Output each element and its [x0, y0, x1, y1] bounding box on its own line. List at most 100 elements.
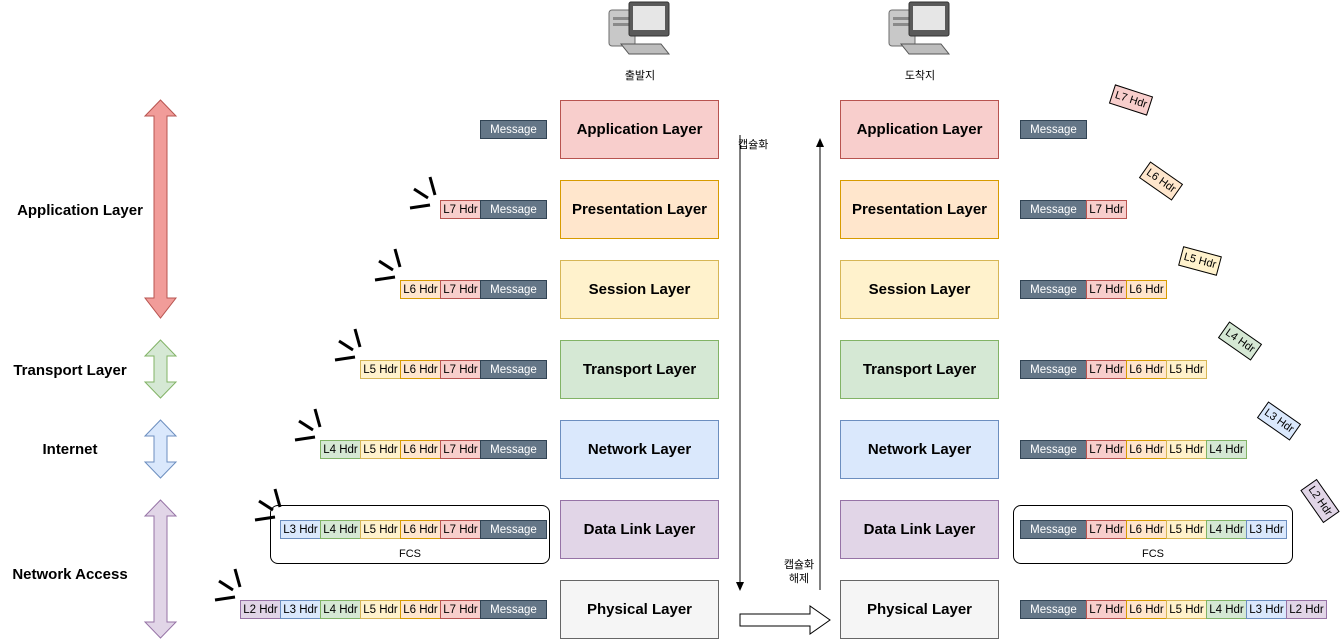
l6-header: L6 Hdr — [1126, 280, 1167, 299]
dst-network-layer: Network Layer — [840, 420, 999, 479]
l6-header: L6 Hdr — [1126, 600, 1167, 619]
l4-header: L4 Hdr — [1206, 600, 1247, 619]
double-arrow-icon — [143, 339, 178, 399]
message-segment: Message — [1020, 200, 1087, 219]
l5-header: L5 Hdr — [360, 600, 401, 619]
transmission-arrow-icon — [739, 605, 831, 635]
dst-application-layer: Application Layer — [840, 100, 999, 159]
double-arrow-icon — [143, 499, 178, 639]
emphasis-mark-icon — [374, 248, 402, 282]
removed-l6-header: L6 Hdr — [1138, 161, 1184, 201]
tcpip-label-application: Application Layer — [17, 202, 143, 219]
l5-header: L5 Hdr — [360, 520, 401, 539]
emphasis-marks — [214, 176, 437, 602]
message-segment: Message — [480, 200, 547, 219]
l6-header: L6 Hdr — [1126, 440, 1167, 459]
arrow-up-icon — [816, 138, 824, 147]
decapsulation-label: 캡슐화 해제 — [783, 559, 815, 585]
l3-header: L3 Hdr — [280, 600, 321, 619]
l3-header: L3 Hdr — [1246, 520, 1287, 539]
src-frame-box: FCS — [270, 505, 550, 564]
message-segment: Message — [1020, 120, 1087, 139]
source-label: 출발지 — [624, 70, 656, 82]
l4-header: L4 Hdr — [1206, 440, 1247, 459]
l5-header: L5 Hdr — [1166, 440, 1207, 459]
dst-datalink-layer: Data Link Layer — [840, 500, 999, 559]
removed-l7-header: L7 Hdr — [1108, 84, 1154, 116]
message-segment: Message — [1020, 520, 1087, 539]
double-arrow-icon — [143, 99, 178, 319]
removed-l3-header: L3 Hdr — [1256, 401, 1302, 441]
message-segment: Message — [1020, 600, 1087, 619]
removed-l2-header: L2 Hdr — [1300, 478, 1340, 524]
l4-header: L4 Hdr — [320, 440, 361, 459]
dst-frame-box: FCS — [1013, 505, 1293, 564]
l7-header: L7 Hdr — [1086, 200, 1127, 219]
removed-l5-header: L5 Hdr — [1178, 246, 1222, 276]
src-application-layer: Application Layer — [560, 100, 719, 159]
emphasis-mark-icon — [254, 488, 282, 522]
emphasis-mark-icon — [334, 328, 362, 362]
tcpip-arrows — [143, 99, 178, 639]
l5-header: L5 Hdr — [1166, 600, 1207, 619]
dst-transport-layer: Transport Layer — [840, 340, 999, 399]
l4-header: L4 Hdr — [1206, 520, 1247, 539]
removed-l4-header: L4 Hdr — [1217, 321, 1263, 361]
l4-header: L4 Hdr — [320, 520, 361, 539]
l3-header: L3 Hdr — [280, 520, 321, 539]
encapsulation-label: 캡슐화 — [738, 139, 769, 151]
l6-header: L6 Hdr — [400, 280, 441, 299]
l2-header: L2 Hdr — [240, 600, 281, 619]
emphasis-mark-icon — [214, 568, 242, 602]
message-segment: Message — [480, 440, 547, 459]
l6-header: L6 Hdr — [400, 520, 441, 539]
src-datalink-layer: Data Link Layer — [560, 500, 719, 559]
dst-session-layer: Session Layer — [840, 260, 999, 319]
l7-header: L7 Hdr — [440, 200, 481, 219]
dst-presentation-layer: Presentation Layer — [840, 180, 999, 239]
tcpip-label-internet: Internet — [42, 441, 98, 458]
l7-header: L7 Hdr — [440, 360, 481, 379]
src-session-layer: Session Layer — [560, 260, 719, 319]
l6-header: L6 Hdr — [400, 600, 441, 619]
tcpip-label-network-access: Network Access — [12, 566, 128, 583]
source-computer-icon — [608, 1, 671, 55]
message-segment: Message — [480, 280, 547, 299]
l7-header: L7 Hdr — [1086, 600, 1127, 619]
src-physical-layer: Physical Layer — [560, 580, 719, 639]
double-arrow-icon — [143, 419, 178, 479]
src-network-layer: Network Layer — [560, 420, 719, 479]
l4-header: L4 Hdr — [320, 600, 361, 619]
l7-header: L7 Hdr — [1086, 280, 1127, 299]
l5-header: L5 Hdr — [1166, 360, 1207, 379]
l6-header: L6 Hdr — [400, 440, 441, 459]
decapsulation-arrow — [816, 138, 824, 590]
destination-label: 도착지 — [904, 70, 936, 82]
encapsulation-arrow — [736, 135, 744, 591]
l3-header: L3 Hdr — [1246, 600, 1287, 619]
l5-header: L5 Hdr — [1166, 520, 1207, 539]
l7-header: L7 Hdr — [1086, 360, 1127, 379]
destination-computer-icon — [888, 1, 951, 55]
arrow-down-icon — [736, 582, 744, 591]
l7-header: L7 Hdr — [440, 280, 481, 299]
l5-header: L5 Hdr — [360, 440, 401, 459]
emphasis-mark-icon — [294, 408, 322, 442]
l2-header: L2 Hdr — [1286, 600, 1327, 619]
fcs-label: FCS — [399, 548, 421, 560]
l7-header: L7 Hdr — [1086, 520, 1127, 539]
message-segment: Message — [480, 520, 547, 539]
message-segment: Message — [1020, 280, 1087, 299]
message-segment: Message — [1020, 360, 1087, 379]
tcpip-label-transport: Transport Layer — [13, 362, 127, 379]
l5-header: L5 Hdr — [360, 360, 401, 379]
emphasis-mark-icon — [409, 176, 437, 210]
message-segment: Message — [480, 360, 547, 379]
l7-header: L7 Hdr — [440, 600, 481, 619]
dst-physical-layer: Physical Layer — [840, 580, 999, 639]
message-segment: Message — [480, 120, 547, 139]
l6-header: L6 Hdr — [1126, 360, 1167, 379]
message-segment: Message — [1020, 440, 1087, 459]
src-presentation-layer: Presentation Layer — [560, 180, 719, 239]
l7-header: L7 Hdr — [1086, 440, 1127, 459]
